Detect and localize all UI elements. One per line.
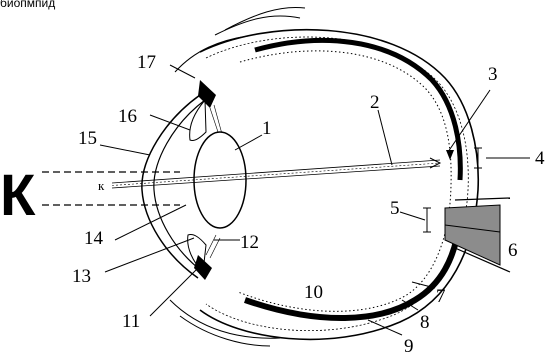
label-14: 14 (84, 228, 104, 249)
choroid (255, 40, 460, 180)
label-13: 13 (72, 266, 91, 287)
object-letter-k: К (0, 163, 36, 228)
retina (238, 51, 451, 311)
label-6: 6 (508, 240, 518, 261)
label-10: 10 (304, 282, 323, 303)
label-9: 9 (404, 336, 414, 354)
label-4: 4 (535, 148, 545, 169)
label-2: 2 (370, 92, 380, 113)
label-17: 17 (137, 52, 156, 73)
label-11: 11 (122, 311, 140, 332)
label-5: 5 (390, 198, 400, 219)
label-16: 16 (118, 106, 137, 127)
fovea (446, 150, 454, 160)
label-8: 8 (420, 312, 430, 333)
label-1: 1 (262, 118, 272, 139)
image-letter-k: к (98, 178, 105, 193)
lens (194, 132, 246, 228)
label-3: 3 (488, 64, 498, 85)
cropped-caption: биопмпид (0, 0, 55, 10)
label-7: 7 (436, 286, 446, 307)
label-12: 12 (240, 232, 259, 253)
label-15: 15 (78, 128, 97, 149)
